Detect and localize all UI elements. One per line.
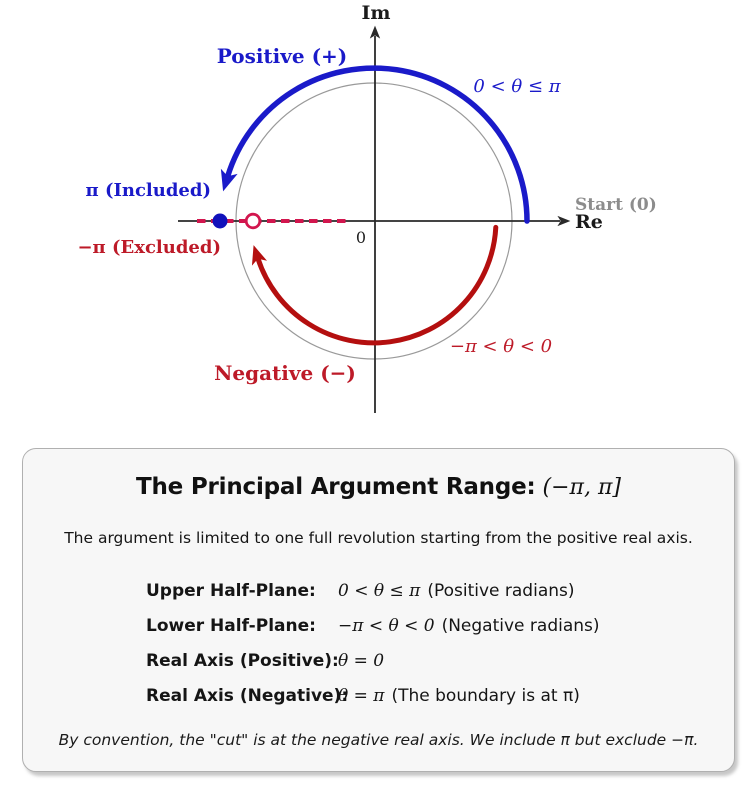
table-row: Upper Half-Plane: 0 < θ ≤ π (Positive rad… xyxy=(23,581,734,601)
positive-arc xyxy=(220,65,530,224)
box-subtitle: The argument is limited to one full revo… xyxy=(64,529,693,547)
row-note: (The boundary is at π) xyxy=(391,686,580,706)
pi-included-label: π (Included) xyxy=(86,180,212,201)
positive-label: Positive (+) xyxy=(217,44,348,68)
box-title: The Principal Argument Range:(−π, π] xyxy=(23,473,734,503)
row-label: Lower Half-Plane: xyxy=(146,616,316,636)
row-label: Real Axis (Positive): xyxy=(146,651,339,671)
box-title-text: The Principal Argument Range: xyxy=(135,474,536,500)
row-note: (Negative radians) xyxy=(441,616,600,636)
info-box: The Principal Argument Range:(−π, π] The… xyxy=(22,448,735,772)
row-math: 0 < θ ≤ π xyxy=(338,581,421,601)
row-note: (Positive radians) xyxy=(427,581,575,601)
row-math: θ = 0 xyxy=(338,651,385,671)
table-row: Real Axis (Negative): θ = π (The boundary… xyxy=(23,686,734,706)
row-math: −π < θ < 0 xyxy=(338,616,435,636)
table-row: Real Axis (Positive): θ = 0 xyxy=(23,651,734,671)
argument-diagram: Im Re Start (0) 0 Positive (+) 0 < θ ≤ π… xyxy=(77,2,657,413)
box-title-math: (−π, π] xyxy=(542,475,622,500)
im-axis-label: Im xyxy=(362,2,391,24)
box-footnote: By convention, the "cut" is at the negat… xyxy=(58,731,699,749)
neg-pi-excluded-point xyxy=(244,212,262,230)
row-math: θ = π xyxy=(338,686,385,706)
row-value: −π < θ < 0 (Negative radians) xyxy=(338,616,600,636)
argument-table: Upper Half-Plane: 0 < θ ≤ π (Positive rad… xyxy=(23,581,734,706)
row-value: θ = 0 xyxy=(338,651,391,671)
row-value: 0 < θ ≤ π (Positive radians) xyxy=(338,581,575,601)
start-label: Start (0) xyxy=(575,195,657,215)
row-label: Real Axis (Negative): xyxy=(146,686,349,706)
positive-range-label: 0 < θ ≤ π xyxy=(473,76,561,97)
pi-included-point xyxy=(212,213,228,229)
negative-arc xyxy=(251,224,499,346)
neg-pi-excluded-label: −π (Excluded) xyxy=(77,237,221,258)
re-axis-label: Re xyxy=(575,211,603,233)
negative-label: Negative (−) xyxy=(214,361,356,385)
origin-label: 0 xyxy=(356,228,366,247)
table-row: Lower Half-Plane: −π < θ < 0 (Negative ra… xyxy=(23,616,734,636)
row-label: Upper Half-Plane: xyxy=(146,581,316,601)
negative-range-label: −π < θ < 0 xyxy=(450,336,552,357)
row-value: θ = π (The boundary is at π) xyxy=(338,686,580,706)
